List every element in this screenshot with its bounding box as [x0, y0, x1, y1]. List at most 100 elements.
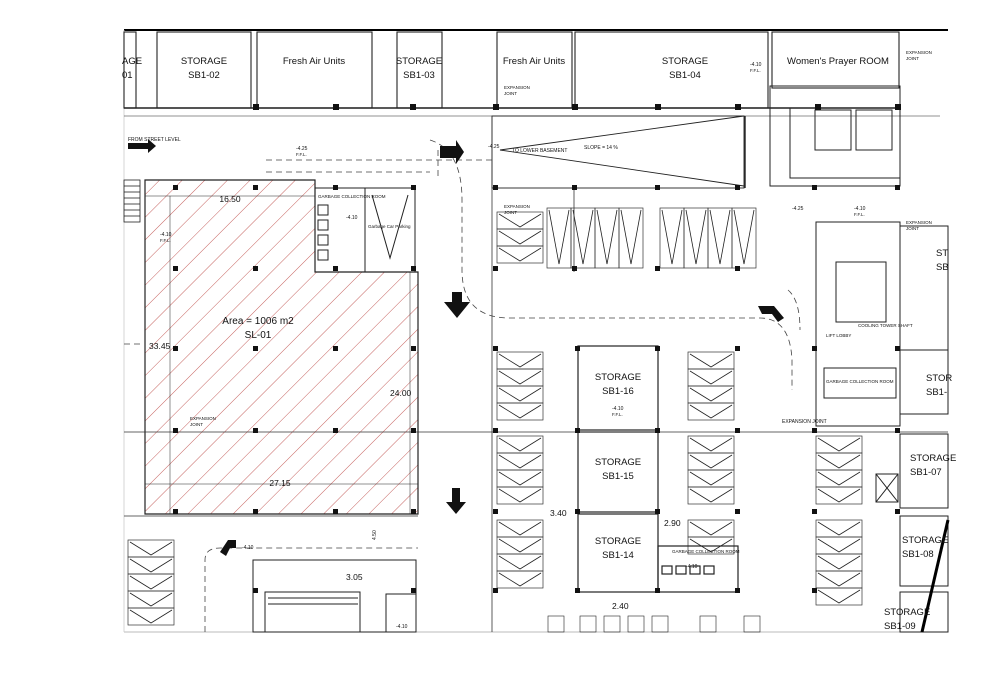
- room-left-edge-title: AGE: [122, 56, 142, 67]
- left-stair: [123, 179, 141, 223]
- note-expansion-right-2: JOINT: [906, 226, 919, 231]
- room-fresh-air-right: Fresh Air Units: [503, 56, 566, 67]
- room-storage-sb1-02-title: STORAGE: [181, 56, 227, 67]
- room-storage-sb1-02-code: SB1-02: [188, 70, 220, 81]
- level-garbage: -4.10: [346, 215, 358, 221]
- arrow-from-street-icon: [128, 139, 156, 153]
- room-storage-sb1-16-title: STORAGE: [595, 372, 641, 383]
- room-storage-sb1-07-title: STORAGE: [910, 453, 956, 464]
- room-storage-sb1-14-title: STORAGE: [595, 536, 641, 547]
- garbage-rooms: [314, 187, 416, 273]
- dim-aisle-450: 4.50: [372, 530, 378, 540]
- dim-aisle-290: 2.90: [664, 518, 681, 528]
- level-core-right: -4.10: [854, 206, 866, 212]
- room-storage-sb1-07-code: SB1-07: [910, 467, 942, 478]
- level-sb1-04: -4.10: [750, 62, 762, 68]
- annotation-labels: TO LOWER BASEMENT SLOPE = 14 % FROM STRE…: [128, 50, 932, 554]
- room-left-edge-code: 01: [122, 70, 133, 81]
- level-bottom: -4.10: [396, 624, 408, 630]
- note-expansion-left-2: JOINT: [190, 422, 203, 427]
- room-storage-sb1-16-code: SB1-16: [602, 386, 634, 397]
- room-storage-sb1-15-title: STORAGE: [595, 457, 641, 468]
- room-storage-sb1-09-code: SB1-09: [884, 621, 916, 632]
- note-expansion-top-2: JOINT: [504, 91, 517, 96]
- level-bottom-left: -4.10: [242, 545, 254, 551]
- dimension-labels: 16.50 33.45 24.00 27.15 3.40 2.90 2.40 3…: [149, 194, 681, 611]
- central-storage-block: [577, 345, 739, 593]
- arrow-down-aisle-icon: [444, 292, 470, 318]
- room-storage-sb1-08-code: SB1-08: [902, 549, 934, 560]
- room-storage-sb1-03-title: STORAGE: [396, 56, 442, 67]
- dim-top-width: 16.50: [219, 194, 241, 204]
- arrow-down-left-icon: [446, 488, 466, 514]
- room-womens-prayer: Women's Prayer ROOM: [787, 56, 889, 67]
- hatched-area-sl-01: [144, 179, 419, 515]
- note-from-street: FROM STREET LEVEL: [128, 137, 181, 143]
- note-garbage-room-lower: GARBAGE COLLECTION ROOM: [672, 549, 740, 554]
- note-cooling-tower: COOLING TOWER SHAFT: [858, 323, 913, 328]
- room-storage-sb1-09-title: STORAGE: [884, 607, 930, 618]
- note-expansion-joint: EXPANSION JOINT: [782, 419, 827, 425]
- level-sb1-16-ffl: F.F.L.: [612, 412, 623, 417]
- level-core-left: -4.25: [792, 206, 804, 212]
- room-storage-sb1-03-code: SB1-03: [403, 70, 435, 81]
- parking-row-top: [546, 207, 757, 269]
- note-slope: SLOPE = 14 %: [584, 145, 618, 151]
- lower-left-block: [252, 559, 417, 633]
- level-garbage-lower: -4.10: [686, 564, 698, 570]
- note-expansion-tr-2: JOINT: [906, 56, 919, 61]
- room-storage-sb1-15-code: SB1-15: [602, 471, 634, 482]
- room-storage-sb1-04-title: STORAGE: [662, 56, 708, 67]
- note-garbage-car: Garbage Car Parking: [368, 224, 411, 229]
- level-sb1-04-ffl: F.F.L.: [750, 68, 761, 73]
- level-ramp-left-ffl: F.F.L.: [296, 152, 307, 157]
- note-garbage-room-right: GARBAGE COLLECTION ROOM: [826, 379, 894, 384]
- note-expansion-tr-1: EXPANSION: [906, 50, 932, 55]
- right-core: [769, 85, 949, 633]
- arrow-curve-right-icon: [758, 306, 784, 322]
- note-expansion-mid-1: EXPANSION: [504, 204, 530, 209]
- driving-aisles: [124, 139, 801, 632]
- area-sl-01-text: Area = 1006 m2: [222, 316, 294, 327]
- room-storage-sb1-08-title: STORAGE: [902, 535, 948, 546]
- room-right-mid-code: SB1-: [926, 387, 947, 398]
- room-right-top-title: ST: [936, 248, 948, 259]
- dim-left-height: 33.45: [149, 341, 171, 351]
- site-boundary-line: [920, 519, 950, 633]
- note-garbage-room: GARBAGE COLLECTION ROOM: [318, 194, 386, 199]
- dim-aisle-240: 2.40: [612, 601, 629, 611]
- note-expansion-mid-2: JOINT: [504, 210, 517, 215]
- room-right-top-code: SB: [936, 262, 949, 273]
- level-sb1-16: -4.10: [612, 406, 624, 412]
- note-expansion-left-1: EXPANSION: [190, 416, 216, 421]
- room-storage-sb1-14-code: SB1-14: [602, 550, 634, 561]
- level-ramp-right: -4.25: [488, 144, 500, 150]
- dim-aisle-340: 3.40: [550, 508, 567, 518]
- grid-axes: [124, 116, 948, 632]
- level-area-sl-01: -4.10: [160, 232, 172, 238]
- room-fresh-air-left: Fresh Air Units: [283, 56, 346, 67]
- level-ramp-left: -4.25: [296, 146, 308, 152]
- level-area-sl-01-ffl: F.F.L.: [160, 238, 171, 243]
- area-sl-01-code: SL-01: [245, 330, 272, 341]
- room-labels: STORAGE SB1-02 Fresh Air Units STORAGE S…: [122, 56, 956, 632]
- arrow-curve-left-icon: [220, 540, 236, 556]
- note-expansion-top-1: EXPANSION: [504, 85, 530, 90]
- arrow-down-ramp-icon: [440, 140, 464, 164]
- note-to-lower-basement: TO LOWER BASEMENT: [512, 148, 567, 154]
- dim-bottom-width: 27.15: [269, 478, 291, 488]
- note-lift-lobby: LIFT LOBBY: [826, 333, 851, 338]
- traffic-arrows: [128, 139, 784, 556]
- room-storage-sb1-04-code: SB1-04: [669, 70, 701, 81]
- room-right-mid-title: STOR: [926, 373, 952, 384]
- bottom-parking: [547, 615, 761, 633]
- dim-right-height: 24.00: [390, 388, 412, 398]
- structural-columns: [173, 104, 901, 593]
- note-expansion-right-1: EXPANSION: [906, 220, 932, 225]
- dim-aisle-305: 3.05: [346, 572, 363, 582]
- top-rooms: [123, 31, 940, 117]
- level-core-right-ffl: F.F.L.: [854, 212, 865, 217]
- level-markers: -4.10 F.F.L. -4.25 F.F.L. -4.25 -4.10 F.…: [160, 62, 866, 630]
- area-labels: Area = 1006 m2 SL-01: [222, 316, 294, 341]
